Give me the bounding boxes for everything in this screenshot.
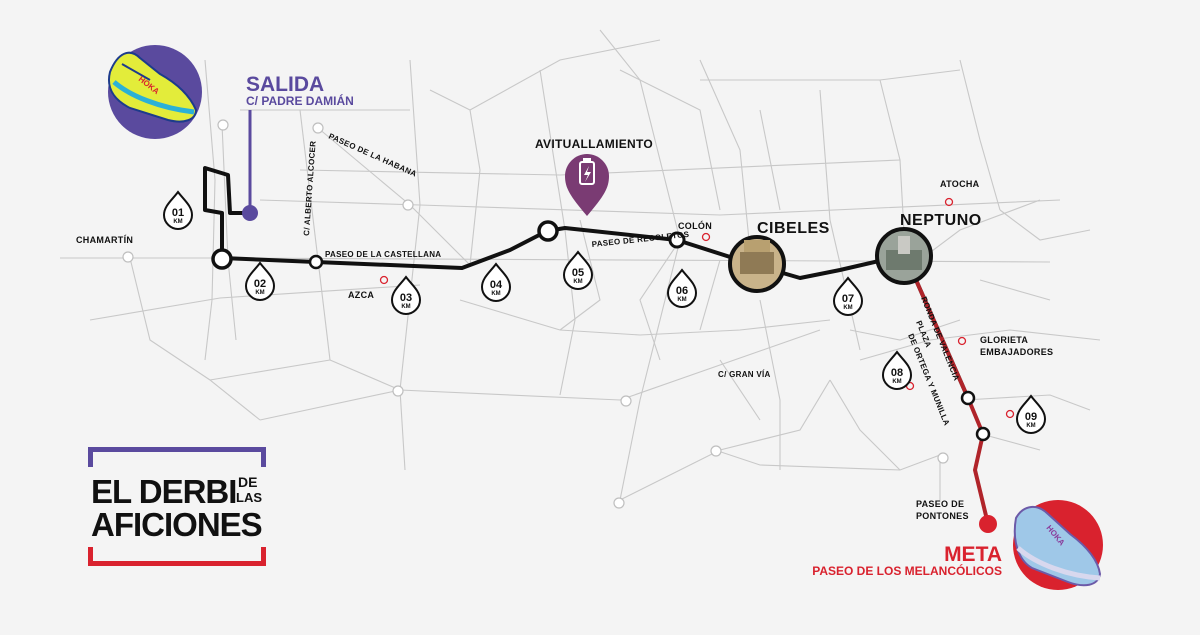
neptuno-photo	[875, 227, 933, 285]
route-node	[537, 220, 559, 242]
km-marker-number: 07	[842, 293, 854, 305]
km-marker-number: 05	[572, 267, 584, 279]
castellana-label: PASEO DE LA CASTELLANA	[325, 250, 441, 259]
km-marker-number: 01	[172, 207, 184, 219]
neptuno-label: NEPTUNO	[900, 212, 982, 229]
logo-las: LAS	[236, 490, 262, 505]
finish-title: META	[944, 543, 1002, 566]
km-marker-number: 08	[891, 367, 903, 379]
derbi-logo: EL DERBI DE LAS AFICIONES	[88, 447, 272, 571]
route-node	[668, 231, 686, 249]
chamartin-label: CHAMARTÍN	[76, 235, 133, 245]
start-shoe-badge: HOKA	[108, 45, 202, 139]
refreshment-label: AVITUALLAMIENTO	[535, 137, 653, 151]
granvia-label: C/ GRAN VÍA	[718, 370, 771, 379]
logo-line-1: EL DERBI	[91, 473, 237, 510]
km-marker-unit: KM	[843, 305, 852, 311]
alcocer-label: C/ ALBERTO ALCOCER	[302, 140, 318, 236]
km-marker-number: 04	[490, 279, 503, 291]
route-node	[308, 254, 324, 270]
water-bottle-icon	[565, 154, 609, 216]
azca-label: AZCA	[348, 290, 374, 300]
km-marker-unit: KM	[677, 297, 686, 303]
km-marker-unit: KM	[892, 379, 901, 385]
route-node	[211, 248, 233, 270]
route-node	[975, 426, 991, 442]
atocha-label: ATOCHA	[940, 179, 980, 189]
km-marker-unit: KM	[573, 279, 582, 285]
glorieta-label-2: EMBAJADORES	[980, 347, 1053, 357]
pontones-label-1: PASEO DE	[916, 499, 964, 509]
km-marker-number: 02	[254, 278, 266, 290]
start-subtitle: C/ PADRE DAMIÁN	[246, 93, 354, 108]
start-title: SALIDA	[246, 73, 324, 96]
finish-shoe-badge: HOKA	[1013, 500, 1103, 590]
route-node	[960, 390, 976, 406]
km-marker-number: 03	[400, 292, 412, 304]
km-marker-number: 09	[1025, 411, 1037, 423]
route-black	[203, 166, 970, 399]
logo-line-2: AFICIONES	[91, 506, 263, 543]
km-marker-unit: KM	[173, 219, 182, 225]
pontones-label-2: PONTONES	[916, 511, 969, 521]
colon-label: COLÓN	[678, 220, 712, 231]
route-red	[903, 254, 990, 525]
km-marker-number: 06	[676, 285, 688, 297]
km-marker-unit: KM	[401, 304, 410, 310]
km-marker-unit: KM	[1026, 423, 1035, 429]
cibeles-label: CIBELES	[757, 220, 830, 237]
km-marker-unit: KM	[491, 291, 500, 297]
logo-de: DE	[238, 474, 258, 490]
finish-point	[979, 515, 997, 533]
cibeles-photo	[728, 235, 786, 293]
finish-subtitle: PASEO DE LOS MELANCÓLICOS	[812, 563, 1002, 578]
glorieta-label-1: GLORIETA	[980, 335, 1028, 345]
start-point	[242, 205, 258, 221]
km-marker-unit: KM	[255, 290, 264, 296]
street-nodes	[122, 119, 949, 509]
